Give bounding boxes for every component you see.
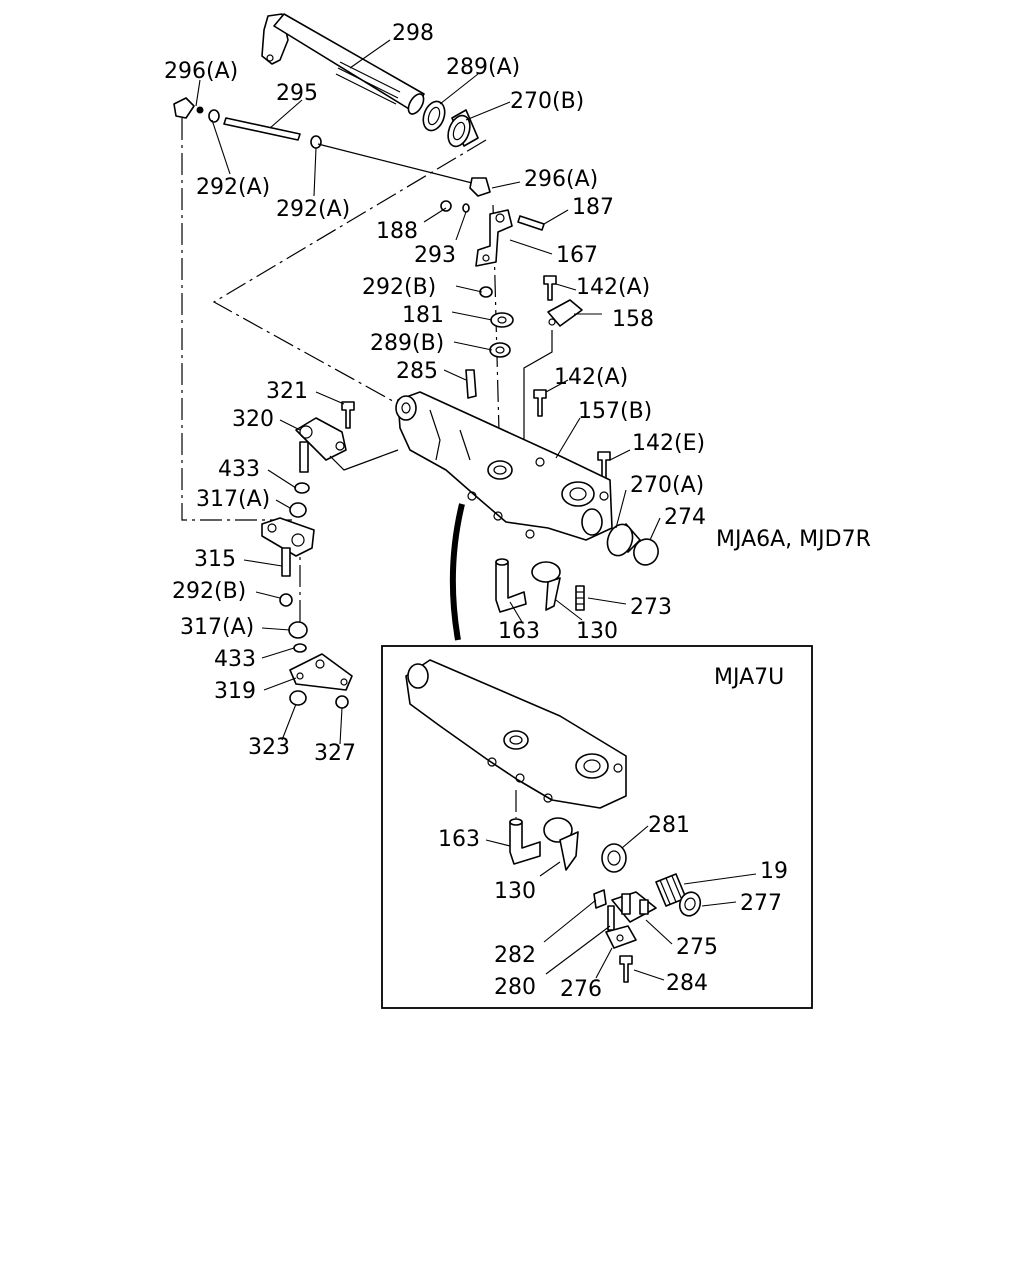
callout-158: 158 (612, 307, 654, 332)
callout-321: 321 (266, 379, 308, 404)
callout-433-2: 433 (214, 647, 256, 672)
callout-292b-1: 292(B) (362, 275, 436, 300)
oil-seal-289a (422, 100, 446, 132)
callout-317a-2: 317(A) (180, 615, 254, 640)
callout-142a-1: 142(A) (576, 275, 650, 300)
callout-142e: 142(E) (632, 431, 705, 456)
spring-273 (575, 585, 585, 611)
callout-163-inset: 163 (438, 827, 480, 852)
callout-323: 323 (248, 735, 290, 760)
callout-142a-2: 142(A) (554, 365, 628, 390)
leader-lines (195, 39, 661, 745)
callout-292a-1: 292(A) (196, 175, 270, 200)
inset-lever-130 (543, 817, 579, 871)
callout-188: 188 (376, 219, 418, 244)
callout-296a-1: 296(A) (164, 59, 238, 84)
inset-housing (405, 659, 627, 809)
callout-270b: 270(B) (510, 89, 584, 114)
lever-315 (261, 517, 315, 653)
callout-130-inset: 130 (494, 879, 536, 904)
inset-bracket-275 (611, 891, 657, 923)
bushing-270b (447, 109, 479, 148)
callout-292b-2: 292(B) (172, 579, 246, 604)
variant-label-main: MJA6A, MJD7R (716, 527, 871, 552)
inset-leader-lines (485, 825, 757, 981)
callout-296a-2: 296(A) (524, 167, 598, 192)
callout-labels: 298 296(A) 289(A) 295 270(B) 292(A) 292(… (164, 21, 788, 1002)
callout-19: 19 (760, 859, 788, 884)
callout-289a: 289(A) (446, 55, 520, 80)
bushing-270a (606, 523, 641, 557)
callout-293: 293 (414, 243, 456, 268)
variant-label-inset: MJA7U (714, 665, 784, 690)
callout-281: 281 (648, 813, 690, 838)
callout-284: 284 (666, 971, 708, 996)
callout-274: 274 (664, 505, 706, 530)
bolts-and-plate (523, 275, 611, 479)
callout-273: 273 (630, 595, 672, 620)
callout-292a-2: 292(A) (276, 197, 350, 222)
callout-275: 275 (676, 935, 718, 960)
callout-280: 280 (494, 975, 536, 1000)
callout-295: 295 (276, 81, 318, 106)
tie-rod-295 (173, 97, 491, 197)
inset-cap-277 (678, 891, 702, 917)
callout-320: 320 (232, 407, 274, 432)
inset-frame (381, 645, 813, 1009)
callout-298: 298 (392, 21, 434, 46)
inset-bushing-281 (601, 843, 627, 873)
callout-277: 277 (740, 891, 782, 916)
callout-187: 187 (572, 195, 614, 220)
callout-319: 319 (214, 679, 256, 704)
callout-157b: 157(B) (578, 399, 652, 424)
lever-130-main (531, 561, 561, 611)
callout-315: 315 (194, 547, 236, 572)
lever-167 (440, 200, 545, 399)
callout-276: 276 (560, 977, 602, 1002)
bracket-319 (289, 653, 353, 709)
inner-lever-163-main (495, 558, 527, 613)
callout-317a-1: 317(A) (196, 487, 270, 512)
callout-327: 327 (314, 741, 356, 766)
callout-285: 285 (396, 359, 438, 384)
inset-inner-lever-163 (509, 790, 541, 865)
callout-167: 167 (556, 243, 598, 268)
housing-157b (395, 391, 613, 541)
inset-parts-282-280-276-284 (593, 889, 637, 983)
callout-289b: 289(B) (370, 331, 444, 356)
bracket-320 (289, 401, 399, 518)
callout-282: 282 (494, 943, 536, 968)
shaft-298 (261, 13, 425, 115)
callout-181: 181 (402, 303, 444, 328)
callout-433-1: 433 (218, 457, 260, 482)
callout-270a: 270(A) (630, 473, 704, 498)
callout-130-main: 130 (576, 619, 618, 644)
callout-163-main: 163 (498, 619, 540, 644)
